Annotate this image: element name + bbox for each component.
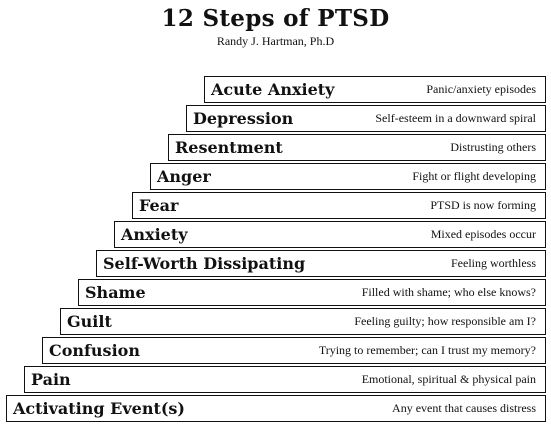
step-description: Panic/anxiety episodes xyxy=(426,82,536,96)
step-anxiety: Anxiety Mixed episodes occur xyxy=(114,221,546,248)
step-description: Feeling worthless xyxy=(451,256,536,270)
step-name: Activating Event(s) xyxy=(13,399,185,418)
step-shame: Shame Filled with shame; who else knows? xyxy=(78,279,546,306)
step-pain: Pain Emotional, spiritual & physical pai… xyxy=(24,366,546,393)
diagram-title: 12 Steps of PTSD xyxy=(161,5,390,32)
step-name: Anger xyxy=(157,167,211,186)
step-description: Distrusting others xyxy=(450,140,536,154)
step-depression: Depression Self-esteem in a downward spi… xyxy=(186,105,546,132)
step-activating-events: Activating Event(s) Any event that cause… xyxy=(6,395,546,422)
step-name: Depression xyxy=(193,109,294,128)
step-fear: Fear PTSD is now forming xyxy=(132,192,546,219)
step-guilt: Guilt Feeling guilty; how responsible am… xyxy=(60,308,546,335)
step-acute-anxiety: Acute Anxiety Panic/anxiety episodes xyxy=(204,76,546,103)
step-description: PTSD is now forming xyxy=(430,198,536,212)
step-description: Feeling guilty; how responsible am I? xyxy=(354,314,536,328)
step-description: Any event that causes distress xyxy=(392,401,536,415)
step-name: Anxiety xyxy=(121,225,188,244)
step-description: Trying to remember; can I trust my memor… xyxy=(318,343,536,357)
step-name: Self-Worth Dissipating xyxy=(103,254,306,273)
step-anger: Anger Fight or flight developing xyxy=(150,163,546,190)
step-confusion: Confusion Trying to remember; can I trus… xyxy=(42,337,546,364)
step-description: Emotional, spiritual & physical pain xyxy=(361,372,536,386)
step-name: Acute Anxiety xyxy=(211,80,335,99)
step-name: Fear xyxy=(139,196,179,215)
step-name: Guilt xyxy=(67,312,112,331)
step-description: Mixed episodes occur xyxy=(430,227,536,241)
step-name: Shame xyxy=(85,283,146,302)
step-description: Fight or flight developing xyxy=(412,169,536,183)
step-name: Resentment xyxy=(175,138,283,157)
step-self-worth-dissipating: Self-Worth Dissipating Feeling worthless xyxy=(96,250,546,277)
step-description: Filled with shame; who else knows? xyxy=(361,285,536,299)
step-resentment: Resentment Distrusting others xyxy=(168,134,546,161)
step-description: Self-esteem in a downward spiral xyxy=(375,111,536,125)
step-name: Pain xyxy=(31,370,71,389)
step-name: Confusion xyxy=(49,341,140,360)
diagram-author: Randy J. Hartman, Ph.D xyxy=(216,34,335,48)
